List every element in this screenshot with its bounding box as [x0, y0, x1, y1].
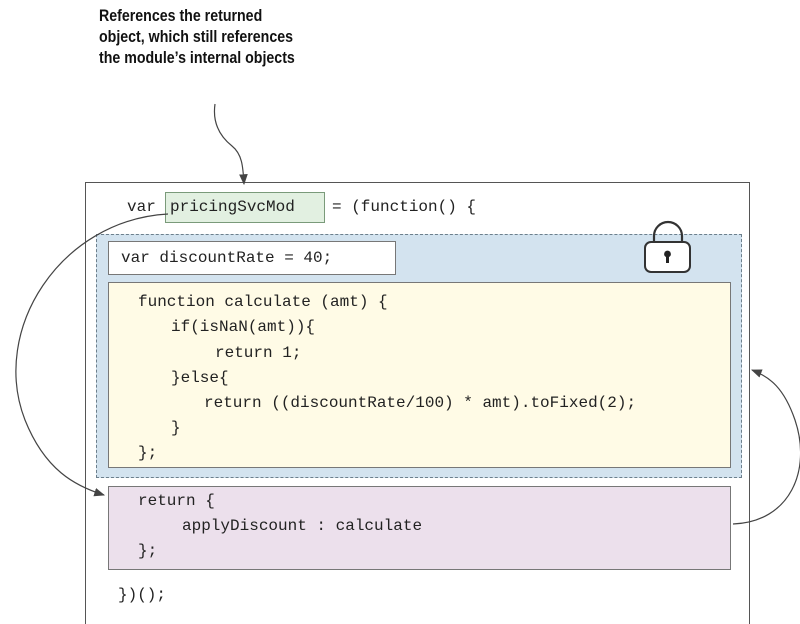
callout-line-3: the module’s internal objects — [99, 49, 295, 67]
module-variable-name: pricingSvcMod — [170, 198, 295, 216]
function-line-2: if(isNaN(amt)){ — [171, 318, 316, 336]
return-line-1: return { — [138, 492, 215, 510]
return-object-box — [108, 486, 731, 570]
var-keyword: var — [127, 198, 156, 216]
calculate-function-box — [108, 282, 731, 468]
function-line-7: }; — [138, 444, 158, 462]
callout-arrow — [213, 103, 248, 186]
callout-line-1: References the returned — [99, 7, 263, 25]
iife-close: })(); — [118, 586, 167, 604]
function-line-3: return 1; — [215, 344, 302, 362]
iife-open: = (function() { — [332, 198, 477, 216]
function-line-4: }else{ — [171, 369, 229, 387]
function-line-5: return ((discountRate/100) * amt).toFixe… — [204, 394, 637, 412]
discount-rate-declaration: var discountRate = 40; — [121, 249, 333, 267]
function-line-6: } — [171, 419, 181, 437]
callout-line-2: object, which still references — [99, 28, 293, 46]
module-variable-box — [165, 192, 325, 223]
return-line-2: applyDiscount : calculate — [182, 517, 423, 535]
return-line-3: }; — [138, 542, 158, 560]
function-line-1: function calculate (amt) { — [138, 293, 388, 311]
callout-text: References the returned object, which st… — [99, 6, 357, 69]
